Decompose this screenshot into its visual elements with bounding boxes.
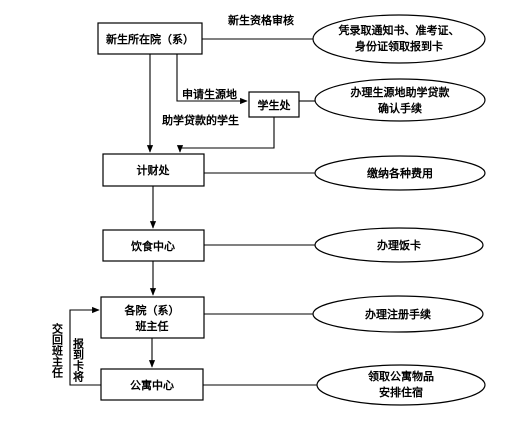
action-meal-card-label: 办理饭卡 bbox=[377, 238, 421, 252]
action-apartment-line1: 领取公寓物品 bbox=[367, 369, 434, 383]
action-qualification: 凭录取通知书、准考证、 身份证领取报到卡 bbox=[312, 14, 486, 64]
node-apartment: 公寓中心 bbox=[100, 368, 204, 401]
label-loan-students: 助学贷款的学生 bbox=[162, 113, 239, 127]
arrow-faculty-to-student-office bbox=[176, 54, 248, 105]
node-faculty-enroll: 新生所在院（系） bbox=[97, 22, 203, 55]
arrow-apartment-return bbox=[69, 306, 101, 386]
node-apartment-label: 公寓中心 bbox=[130, 378, 174, 392]
action-loan-line1: 办理生源地助学贷款 bbox=[351, 85, 451, 99]
node-dining-label: 饮食中心 bbox=[130, 239, 175, 253]
node-finance-label: 计财处 bbox=[137, 163, 171, 177]
node-faculty-enroll-label: 新生所在院（系） bbox=[106, 32, 194, 46]
label-qualification-review: 新生资格审核 bbox=[228, 13, 294, 27]
node-finance: 计财处 bbox=[102, 153, 205, 187]
label-submit-card-text: 报到卡将 bbox=[72, 337, 85, 383]
action-fees: 缴纳各种费用 bbox=[314, 155, 486, 191]
node-faculty-label-line1: 各院（系） bbox=[124, 303, 180, 317]
action-apartment-line2: 安排住宿 bbox=[379, 385, 423, 399]
label-return-teacher-text: 交回班主任 bbox=[51, 322, 65, 379]
label-submit-card: 报到卡将 bbox=[72, 337, 85, 383]
node-faculty-label-line2: 班主任 bbox=[136, 319, 169, 333]
action-loan: 办理生源地助学贷款 确认手续 bbox=[314, 78, 486, 122]
node-dining: 饮食中心 bbox=[102, 229, 205, 262]
action-fees-label: 缴纳各种费用 bbox=[367, 166, 433, 180]
label-return-teacher: 交回班主任 bbox=[51, 322, 65, 379]
node-student-office: 学生处 bbox=[248, 91, 300, 118]
label-apply: 申请生源地 bbox=[182, 87, 237, 101]
action-registration: 办理注册手续 bbox=[312, 295, 484, 333]
action-registration-label: 办理注册手续 bbox=[365, 307, 431, 321]
node-student-office-label: 学生处 bbox=[258, 98, 292, 112]
node-faculty: 各院（系） 班主任 bbox=[100, 296, 205, 339]
action-qualification-line2: 身份证领取报到卡 bbox=[355, 39, 443, 53]
action-loan-line2: 确认手续 bbox=[378, 101, 422, 115]
arrow-student-office-to-finance bbox=[176, 117, 275, 153]
action-meal-card: 办理饭卡 bbox=[314, 227, 484, 263]
action-apartment: 领取公寓物品 安排住宿 bbox=[316, 364, 486, 406]
action-qualification-line1: 凭录取通知书、准考证、 bbox=[338, 23, 460, 37]
